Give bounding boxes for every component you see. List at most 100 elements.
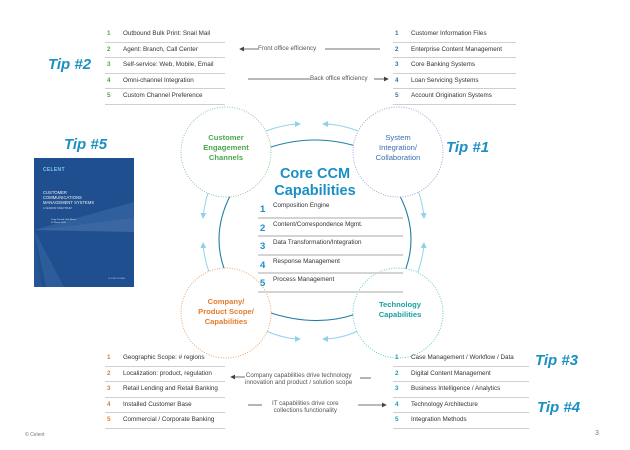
- list-item-number: 3: [395, 61, 399, 68]
- list-item-number: 2: [395, 369, 399, 377]
- label-line: Capabilities: [378, 310, 422, 319]
- tip-2-label: Tip #2: [48, 56, 92, 73]
- list-item-text: Self-service: Web, Mobile, Email: [123, 61, 214, 68]
- label-line: Product Scope/: [198, 307, 254, 316]
- tip-4-label: Tip #4: [537, 399, 581, 416]
- cover-date: 07 March 2008: [51, 222, 66, 224]
- list-item-text: Digital Content Management: [411, 369, 491, 377]
- core-item-number: 4: [260, 259, 266, 271]
- core-title-line: Capabilities: [274, 183, 356, 199]
- core-item-number: 5: [260, 278, 266, 289]
- list-item-text: Localization: product, regulation: [123, 369, 212, 377]
- list-item-number: 3: [107, 385, 111, 392]
- inner-arc-bottom: [267, 311, 357, 322]
- cover-brand: CELENT: [43, 167, 65, 173]
- list-item: 3 Retail Lending and Retail Banking: [105, 382, 225, 398]
- list-item-number: 4: [107, 76, 111, 84]
- list-item-number: 3: [107, 61, 111, 68]
- list-item-number: 4: [395, 400, 399, 408]
- label-line: Capabilities: [204, 317, 248, 326]
- list-item-number: 2: [107, 369, 111, 377]
- list-item-number: 5: [107, 416, 111, 423]
- company-capabilities-drive-label: Company capabilities drive technology in…: [245, 372, 352, 386]
- circle-company-product: [180, 267, 272, 359]
- list-item-number: 5: [395, 92, 399, 99]
- core-item-number: 3: [260, 241, 266, 252]
- customer-engagement-label: Customer Engagement Channels: [186, 133, 266, 163]
- list-item: 3 Core Banking Systems: [393, 58, 516, 74]
- list-item-number: 1: [395, 30, 399, 37]
- outer-arrow-right-down: [417, 189, 427, 219]
- label-line: Channels: [208, 153, 244, 162]
- it-capabilities-drive-label: IT capabilities drive core collections f…: [272, 400, 339, 414]
- list-item-text: Retail Lending and Retail Banking: [123, 385, 218, 392]
- list-item-text: Commercial / Corporate Banking: [123, 416, 215, 423]
- cover-title: CUSTOMER COMMUNICATIONS MANAGEMENT SYSTE…: [43, 190, 94, 205]
- list-item-number: 5: [395, 416, 399, 423]
- label-line: Company/: [207, 297, 245, 306]
- tip-1-label: Tip #1: [446, 139, 490, 156]
- list-item-text: Technology Architecture: [411, 400, 478, 408]
- cover-author-names: Craig Focardi, Bob Meara: [51, 219, 77, 221]
- outer-arrow-top-right: [322, 121, 359, 132]
- list-item: 5 Integration Methods: [393, 413, 529, 429]
- label-line: Integration/: [379, 143, 417, 152]
- list-item: 3 Self-service: Web, Mobile, Email: [105, 58, 225, 74]
- core-item-text: Content/Correspondence Mgmt.: [273, 220, 363, 228]
- list-item-text: Outbound Bulk Print: Snail Mail: [123, 30, 211, 37]
- company-product-label: Company/ Product Scope/ Capabilities: [186, 297, 266, 327]
- list-item-number: 1: [107, 354, 111, 361]
- circle-customer-engagement: [180, 106, 272, 198]
- cover-light-rays: [34, 202, 134, 287]
- core-item-text: Composition Engine: [273, 202, 330, 209]
- circle-technology: [352, 267, 444, 359]
- list-item: 2 Digital Content Management: [393, 367, 529, 382]
- core-item-text: Process Management: [273, 276, 335, 283]
- list-item-text: Omni-channel Integration: [123, 76, 194, 84]
- cover-title-line: CUSTOMER: [43, 190, 67, 195]
- list-item-text: Integration Methods: [411, 416, 467, 423]
- label-line: Engagement: [203, 143, 249, 152]
- outer-arrow-bottom-left: [265, 330, 301, 342]
- cover-footer: OLIVER WYMAN: [107, 278, 125, 280]
- outer-arrow-right-up: [417, 242, 427, 273]
- list-item-number: 1: [395, 354, 399, 361]
- core-item-number: 2: [260, 222, 266, 234]
- list-item: 5 Commercial / Corporate Banking: [105, 413, 225, 429]
- annotation-line: collections functionality: [273, 407, 337, 414]
- label-line: Technology: [378, 300, 422, 309]
- core-title-line: Core CCM: [279, 166, 351, 182]
- list-item: 4 Technology Architecture: [393, 398, 529, 413]
- outer-arrow-bottom-right: [322, 330, 359, 342]
- outer-arrow-left-down: [200, 189, 210, 219]
- cover-subtitle: A VENDOR SPECTRUM: [43, 207, 72, 210]
- list-item-text: Core Banking Systems: [411, 61, 476, 68]
- list-item-number: 5: [107, 92, 111, 99]
- list-item-number: 4: [395, 76, 399, 84]
- list-item: 4 Omni-channel Integration: [105, 74, 225, 89]
- annotation-line: Company capabilities drive technology: [245, 372, 352, 379]
- back-office-efficiency-label: Back office efficiency: [310, 75, 368, 82]
- system-integration-label: System Integration/ Collaboration: [358, 133, 438, 163]
- list-item-text: Account Origination Systems: [411, 92, 492, 99]
- cover-title-line: MANAGEMENT SYSTEMS: [43, 200, 95, 205]
- list-item-text: Installed Customer Base: [123, 400, 192, 408]
- page-number: 3: [595, 430, 599, 437]
